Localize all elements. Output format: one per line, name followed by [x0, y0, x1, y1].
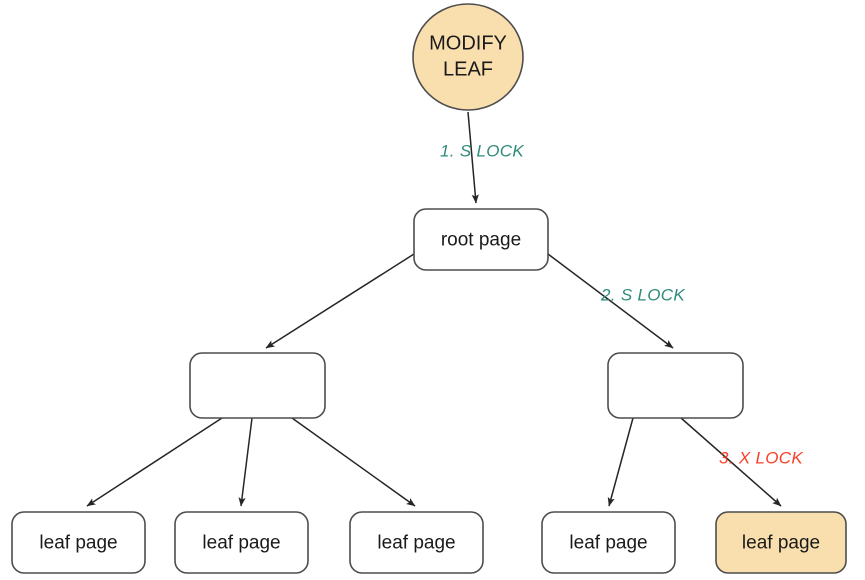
node-leaf-1[interactable]: leaf page — [11, 511, 146, 574]
edge-root-to-internal-left — [265, 253, 415, 349]
node-leaf-1-label: leaf page — [39, 533, 117, 554]
node-leaf-1-shape — [11, 511, 146, 574]
node-leaf-2[interactable]: leaf page — [174, 511, 309, 574]
edge-modify-to-root-label: 1. S LOCK — [440, 141, 524, 160]
node-modify-leaf-label-line-0: MODIFY — [429, 32, 507, 54]
node-leaf-2-shape — [174, 511, 309, 574]
node-internal-left-shape — [189, 352, 326, 419]
node-root-page-label: root page — [441, 230, 521, 251]
node-leaf-4-shape — [541, 511, 676, 574]
node-leaf-5-label: leaf page — [742, 533, 820, 554]
node-internal-right[interactable] — [607, 352, 744, 419]
nodes-layer: MODIFY LEAF root page leaf page leaf page lea… — [11, 3, 847, 574]
edge-internal-right-to-leaf-5 — [680, 417, 782, 507]
edge-internal-left-to-leaf-2 — [238, 417, 253, 507]
edge-internal-left-to-leaf-3 — [291, 417, 416, 507]
node-leaf-4[interactable]: leaf page — [541, 511, 676, 574]
node-root-page-shape — [413, 208, 549, 271]
node-root-page[interactable]: root page — [413, 208, 549, 271]
node-leaf-5[interactable]: leaf page — [715, 511, 847, 574]
node-modify-leaf[interactable]: MODIFY LEAF — [412, 3, 524, 111]
node-modify-leaf-shape — [412, 3, 524, 111]
node-leaf-4-label: leaf page — [569, 533, 647, 554]
node-leaf-3-label: leaf page — [377, 533, 455, 554]
node-leaf-3-shape — [349, 511, 484, 574]
node-internal-left[interactable] — [189, 352, 326, 419]
edge-internal-right-to-leaf-4 — [607, 417, 634, 507]
node-modify-leaf-label-line-1: LEAF — [443, 58, 493, 80]
node-leaf-3[interactable]: leaf page — [349, 511, 484, 574]
node-leaf-5-shape — [715, 511, 847, 574]
edge-modify-to-root — [467, 111, 479, 204]
node-internal-right-shape — [607, 352, 744, 419]
node-leaf-2-label: leaf page — [202, 533, 280, 554]
edge-root-to-internal-right — [547, 253, 674, 349]
edge-root-to-internal-right-label: 2. S LOCK — [600, 285, 685, 304]
edges-layer — [86, 111, 782, 507]
edge-internal-right-to-leaf-5-label: 3. X LOCK — [719, 448, 803, 467]
edge-labels-layer: 1. S LOCK 2. S LOCK 3. X LOCK — [440, 141, 803, 467]
edge-internal-left-to-leaf-1 — [86, 417, 223, 507]
